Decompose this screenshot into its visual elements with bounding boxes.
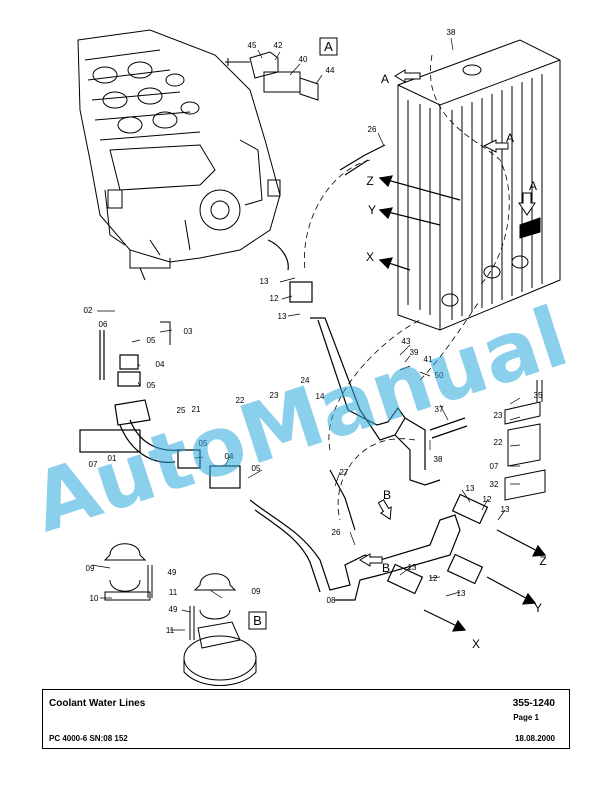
clamp-parts-drawing [103,321,546,686]
callout-09-b: 09 [252,587,261,596]
view-letter-a-right: A [529,179,537,193]
view-letter-b-bottom: B [382,561,390,575]
view-letter-b-top: B [383,488,391,502]
callout-21: 21 [192,405,201,414]
callout-43: 43 [402,337,411,346]
direction-y-top: Y [368,203,376,217]
callout-35: 35 [534,391,543,400]
engine-drawing [77,29,281,281]
direction-z-top: Z [366,174,373,188]
callout-39: 39 [410,348,419,357]
view-arrow-a-mid [482,139,509,153]
callout-42: 42 [274,41,283,50]
title-block: Coolant Water Lines 355-1240 Page 1 PC 4… [42,689,570,749]
callout-05-b: 05 [147,381,156,390]
callout-26-bottom: 26 [332,528,341,537]
detail-b-frame [248,611,267,630]
callout-05-a: 05 [147,336,156,345]
callout-09-a: 09 [86,564,95,573]
callout-13-d: 13 [501,505,510,514]
callout-06: 06 [99,320,108,329]
callout-25: 25 [177,406,186,415]
callout-10: 10 [90,594,99,603]
direction-y-bottom: Y [534,601,542,615]
callout-12-c: 12 [429,574,438,583]
view-arrow-a-right [518,192,536,216]
callout-49-b: 49 [169,605,178,614]
callout-22-a: 22 [236,396,245,405]
callout-24: 24 [301,376,310,385]
detail-a-label: A [324,39,333,54]
callout-02: 02 [84,306,93,315]
callout-32: 32 [490,480,499,489]
callout-12-a: 12 [270,294,279,303]
view-arrow-a-left [394,69,421,83]
callout-01: 01 [108,454,117,463]
callout-26-top: 26 [368,125,377,134]
leader-lines [91,37,521,631]
view-arrow-b-top [377,499,392,521]
callout-05-d: 05 [252,464,261,473]
callout-50: 50 [435,371,444,380]
direction-z-bottom: Z [539,554,546,568]
detail-b-label: B [253,613,262,628]
issue-date: 18.08.2000 [514,734,555,743]
callout-13-b: 13 [278,312,287,321]
direction-arrows [378,175,547,632]
callout-11-b: 11 [166,626,175,635]
callout-04-b: 04 [225,452,234,461]
callout-07-a: 07 [89,460,98,469]
callout-23-a: 23 [270,391,279,400]
callout-13-a: 13 [260,277,269,286]
coolant-pipes-drawing [79,144,489,601]
view-arrows [359,69,536,567]
callout-23-b: 23 [494,411,503,420]
detail-a-bracket-drawing [225,51,319,101]
callout-37: 37 [435,405,444,414]
view-arrow-b-bottom [359,553,383,567]
callout-45: 45 [248,41,257,50]
callout-38-top: 38 [447,28,456,37]
callout-44: 44 [326,66,335,75]
callout-03: 03 [184,327,193,336]
callout-38-mid: 38 [434,455,443,464]
radiator-drawing [397,39,561,331]
callout-12-b: 12 [483,495,492,504]
callout-27: 27 [340,468,349,477]
hidden-lines [304,54,510,521]
callout-49-a: 49 [168,568,177,577]
view-letter-a-mid: A [506,131,514,145]
callout-08: 08 [327,596,336,605]
drawing-title: Coolant Water Lines [49,698,146,709]
callout-13-f: 13 [457,589,466,598]
callout-11-a: 11 [169,588,178,597]
callout-22-b: 22 [494,438,503,447]
document-number: 355-1240 [512,698,555,709]
machine-model: PC 4000-6 SN:08 152 [49,734,128,743]
callout-07-b: 07 [490,462,499,471]
view-letter-a-left: A [381,72,389,86]
detail-a-frame [319,37,338,56]
callout-05-c: 05 [199,439,208,448]
callout-04-a: 04 [156,360,165,369]
callout-13-e: 13 [408,563,417,572]
direction-x-bottom: X [472,637,480,651]
callout-41: 41 [424,355,433,364]
coolant-lines-diagram: A B A A A B B Z Y X Z Y X 45 42 40 44 38… [22,28,579,686]
page-number: Page 1 [513,713,539,722]
callout-13-c: 13 [466,484,475,493]
callout-40: 40 [299,55,308,64]
callouts: 45 42 40 44 38 26 13 12 13 02 06 03 05 0… [84,28,543,635]
direction-x-top: X [366,250,374,264]
callout-14: 14 [316,392,325,401]
